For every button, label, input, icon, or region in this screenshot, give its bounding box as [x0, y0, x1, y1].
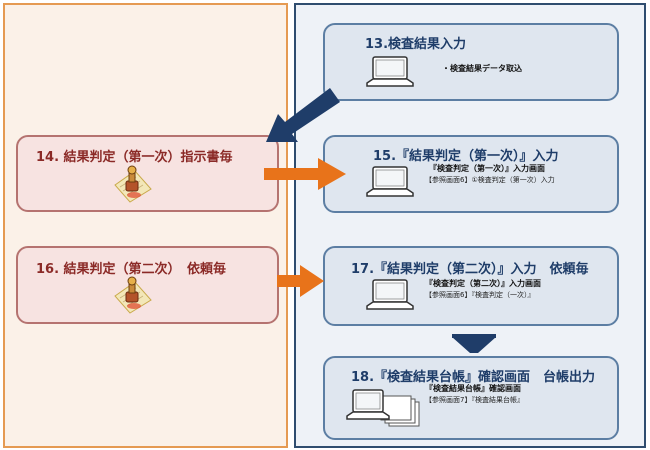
- stamp-document-icon: [114, 165, 152, 203]
- step-14-box: 14. 結果判定（第一次）指示書毎: [16, 135, 279, 212]
- step-14-title: 14. 結果判定（第一次）指示書毎: [36, 150, 233, 165]
- arrow-17-to-18: [452, 334, 496, 353]
- laptop-printout-icon: [346, 389, 420, 427]
- step-13-line1: ・検査結果データ取込: [442, 64, 522, 73]
- laptop-icon: [366, 279, 414, 310]
- left-panel: [3, 3, 288, 448]
- arrow-16-to-17: [277, 265, 324, 297]
- step-17-line2: 【参照画面6】『検査判定（一次）』: [425, 291, 535, 299]
- stamp-document-icon: [114, 276, 152, 314]
- laptop-icon: [366, 166, 414, 197]
- step-18-line1: 『検査結果台帳』確認画面: [425, 384, 521, 393]
- arrow-13-to-14: [266, 88, 340, 142]
- step-16-box: 16. 結果判定（第二次） 依頼毎: [16, 246, 279, 324]
- step-15-line2: 【参照画面6】①検査判定（第一次）入力: [425, 176, 555, 184]
- step-18-line2: 【参照画面7】『検査結果台帳』: [425, 396, 524, 404]
- step-17-title: 17.『結果判定（第二次）』入力 依頼毎: [351, 262, 589, 277]
- step-15-title: 15.『結果判定（第一次）』入力: [373, 149, 559, 164]
- laptop-icon: [366, 56, 414, 87]
- step-17-line1: 『検査判定（第二次）』入力画面: [425, 279, 541, 288]
- step-17-box: 17.『結果判定（第二次）』入力 依頼毎 『検査判定（第二次）』入力画面 【参照…: [323, 246, 619, 326]
- step-18-title: 18.『検査結果台帳』確認画面 台帳出力: [351, 370, 596, 385]
- step-13-box: 13.検査結果入力 ・検査結果データ取込: [323, 23, 619, 101]
- step-16-title: 16. 結果判定（第二次） 依頼毎: [36, 262, 227, 277]
- step-13-title: 13.検査結果入力: [365, 37, 467, 52]
- step-18-box: 18.『検査結果台帳』確認画面 台帳出力 『検査結果台帳』確認画面 【参照画面7…: [323, 356, 619, 440]
- step-15-line1: 『検査判定（第一次）』入力画面: [429, 164, 545, 173]
- step-15-box: 15.『結果判定（第一次）』入力 『検査判定（第一次）』入力画面 【参照画面6】…: [323, 135, 619, 213]
- arrow-14-to-15: [264, 158, 346, 190]
